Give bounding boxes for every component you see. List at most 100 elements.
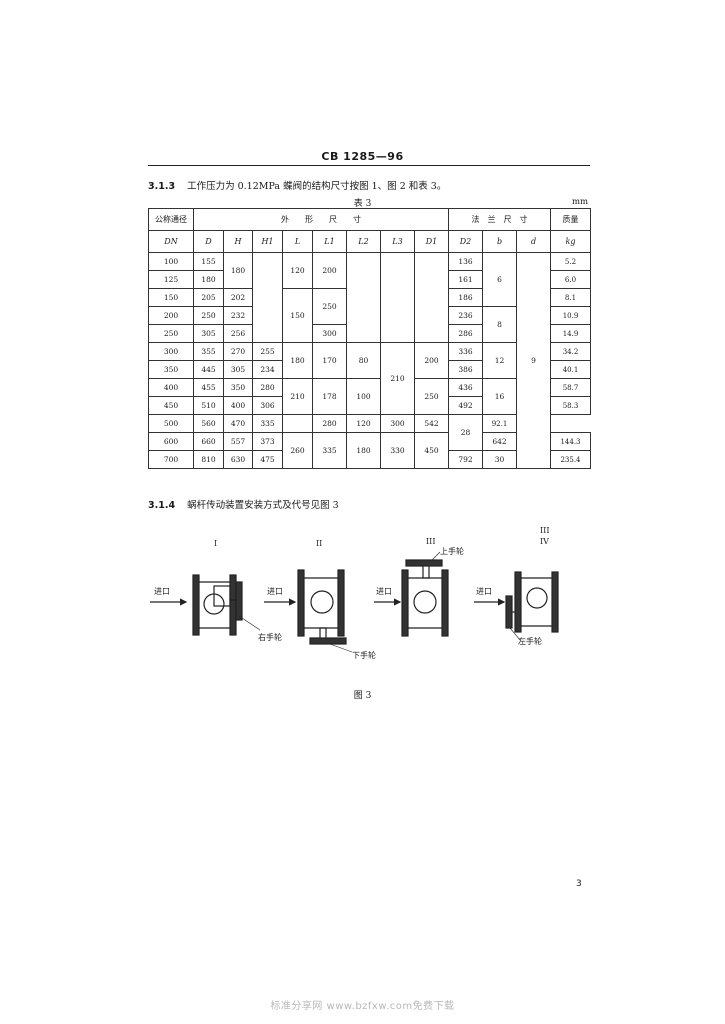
cell-D1: 250	[414, 378, 449, 415]
cell-H: 232	[223, 306, 253, 325]
cell-L1: 178	[312, 378, 347, 415]
valve-flange	[551, 571, 559, 633]
cell-mass: 144.3	[550, 432, 591, 451]
cell-D2: 436	[448, 378, 483, 397]
cell-H1: 234	[252, 360, 283, 379]
left-handwheel-label: 左手轮	[518, 636, 542, 646]
valve-flange	[337, 569, 345, 637]
table-row: 600 660 557 373 260 335 180 330 450 642 …	[148, 432, 591, 469]
cell-b: 28	[448, 414, 483, 451]
cell-D2: 286	[448, 324, 483, 343]
cell-H: 202	[223, 288, 253, 307]
cell-dn: 125	[148, 270, 194, 289]
cell-D: 510	[193, 396, 224, 415]
cell-D: 205	[193, 288, 224, 307]
valve-flange	[229, 574, 237, 636]
cell-L1: 170	[312, 342, 347, 379]
cell-D2: 792	[448, 450, 483, 469]
cell-D: 180	[193, 270, 224, 289]
cell-L1: 300	[312, 324, 347, 343]
right-handwheel-label: 右手轮	[258, 632, 282, 642]
type-label-III-b: III	[540, 526, 549, 535]
inlet-label: 进口	[267, 587, 283, 596]
cell-D: 355	[193, 342, 224, 361]
valve-flange	[514, 571, 522, 633]
cell-dn: 400	[148, 378, 194, 397]
upper-handwheel-label: 上手轮	[440, 546, 464, 556]
cell-dn: 700	[148, 450, 194, 469]
type-label-I: I	[214, 539, 217, 548]
type-label-II: II	[316, 539, 322, 548]
cell-dn: 450	[148, 396, 194, 415]
cell-H: 557	[223, 432, 253, 451]
cell-b: 30	[482, 450, 517, 469]
cell-dn: 250	[148, 324, 194, 343]
mounting-type-IV: III IV 进口 左手轮	[474, 526, 559, 646]
cell-mass: 8.1	[550, 288, 591, 307]
cell-dn: 600	[148, 432, 194, 451]
clause-text: 工作压力为 0.12MPa 蝶阀的结构尺寸按图 1、图 2 和表 3。	[187, 181, 447, 192]
header-mass-unit: kg	[550, 230, 591, 253]
cell-L1: 200	[312, 252, 347, 289]
cell-H: 305	[223, 360, 253, 379]
header-L: L	[282, 230, 313, 253]
cell-b: 6	[482, 252, 517, 307]
valve-flange	[441, 569, 449, 637]
clause-number: 3.1.4	[148, 500, 176, 511]
inlet-label: 进口	[154, 587, 170, 596]
cell-L: 120	[282, 252, 313, 289]
cell-L2: 180	[346, 432, 381, 469]
inlet-label: 进口	[376, 587, 392, 596]
cell-b: 8	[482, 306, 517, 343]
header-D: D	[193, 230, 224, 253]
cell-D1-empty	[414, 252, 449, 343]
watermark: 标准分享网 www.bzfxw.com免费下载	[270, 1001, 455, 1012]
cell-d: 9	[516, 252, 551, 469]
valve-disc	[413, 590, 437, 614]
mounting-type-III: III 进口 上手轮	[374, 537, 464, 637]
lower-handwheel-label: 下手轮	[352, 650, 376, 660]
cell-H1: 475	[252, 450, 283, 469]
mounting-type-I: I 进口 右手轮	[150, 539, 282, 642]
table-row: 100 155 180 120 200 136 6 9 5.2	[148, 252, 591, 469]
cell-L2: 100	[346, 378, 381, 415]
header-rule	[148, 165, 590, 166]
cell-H: 180	[223, 252, 253, 289]
header-D2: D2	[448, 230, 483, 253]
header-H: H	[223, 230, 253, 253]
cell-D2: 186	[448, 288, 483, 307]
valve-flange	[192, 574, 200, 636]
cell-mass: 58.3	[550, 396, 591, 415]
header-d: d	[516, 230, 551, 253]
cell-D2: 336	[448, 342, 483, 361]
cell-dn: 100	[148, 252, 194, 271]
header-flange-dimensions: 法 兰 尺 寸	[448, 208, 551, 231]
table-row: 300 355 270 255 180 170 80 210 200 336 1…	[148, 342, 591, 415]
handwheel-lower	[309, 637, 347, 645]
cell-D: 810	[193, 450, 224, 469]
table-caption: 表 3	[353, 199, 372, 209]
cell-D2: 542	[414, 414, 449, 433]
cell-D2: 492	[448, 396, 483, 415]
cell-L: 260	[282, 432, 313, 469]
header-dn-cn: 公称通径	[148, 208, 194, 231]
cell-mass: 10.9	[550, 306, 591, 325]
cell-D2: 161	[448, 270, 483, 289]
valve-disc	[310, 590, 334, 614]
cell-L1: 280	[312, 414, 347, 433]
cell-H1: 373	[252, 432, 283, 451]
cell-H: 470	[223, 414, 253, 433]
clause-number: 3.1.3	[148, 181, 176, 192]
cell-H: 350	[223, 378, 253, 397]
cell-D: 250	[193, 306, 224, 325]
cell-H1: 280	[252, 378, 283, 397]
cell-H: 630	[223, 450, 253, 469]
cell-D: 455	[193, 378, 224, 397]
cell-mass: 34.2	[550, 342, 591, 361]
inlet-label: 进口	[476, 587, 492, 596]
cell-D2: 236	[448, 306, 483, 325]
cell-D1: 200	[414, 342, 449, 379]
cell-D1: 450	[414, 432, 449, 469]
header-L3: L3	[380, 230, 415, 253]
